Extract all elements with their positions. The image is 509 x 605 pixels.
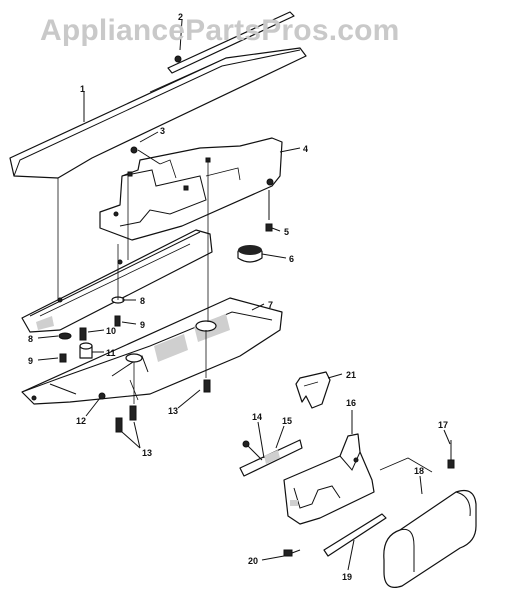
part-1-top-trim <box>9 47 307 179</box>
part-21-clip <box>295 371 331 409</box>
hardware-stack <box>58 296 211 433</box>
callout-11: 11 <box>106 348 116 358</box>
callout-4: 4 <box>303 144 308 154</box>
part-15-bar <box>239 439 303 477</box>
callout-5: 5 <box>284 227 289 237</box>
slide-rail <box>21 229 213 333</box>
part-16-bracket <box>283 433 375 525</box>
callout-6: 6 <box>289 254 294 264</box>
callout-7: 7 <box>268 300 273 310</box>
part-17-screw <box>447 440 455 469</box>
callout-12: 12 <box>76 416 86 426</box>
watermark: AppliancePartsPros.com <box>40 14 400 47</box>
callout-20: 20 <box>248 556 258 566</box>
callout-18: 18 <box>414 466 424 476</box>
connector-line <box>379 457 433 473</box>
callout-19: 19 <box>342 572 352 582</box>
part-18-handle <box>383 489 477 588</box>
callout-9-lower: 9 <box>28 356 33 366</box>
part-5-screw <box>265 190 273 232</box>
callout-15: 15 <box>282 416 292 426</box>
part-3-screw <box>130 146 161 165</box>
callout-labels: 1 2 3 4 5 6 7 8 8 9 9 10 11 12 13 13 14 … <box>28 12 448 582</box>
callout-16: 16 <box>346 398 356 408</box>
alignment-lines <box>57 160 209 404</box>
callout-1: 1 <box>80 84 85 94</box>
callout-17: 17 <box>438 420 448 430</box>
part-20-screw <box>283 549 301 557</box>
callout-21: 21 <box>346 370 356 380</box>
callout-3: 3 <box>160 126 165 136</box>
part-6-foot <box>237 245 263 263</box>
part-4-bracket <box>99 137 283 241</box>
callout-8-upper: 8 <box>140 296 145 306</box>
callout-14: 14 <box>252 412 262 422</box>
callout-8-lower: 8 <box>28 334 33 344</box>
callout-9-upper: 9 <box>140 320 145 330</box>
callout-leaders <box>37 19 451 571</box>
callout-13-right: 13 <box>168 406 178 416</box>
callout-10: 10 <box>106 326 116 336</box>
callout-13-lower: 13 <box>142 448 152 458</box>
part-19-rod <box>323 513 387 557</box>
part-2-rod <box>167 11 295 74</box>
callout-2: 2 <box>178 12 183 22</box>
